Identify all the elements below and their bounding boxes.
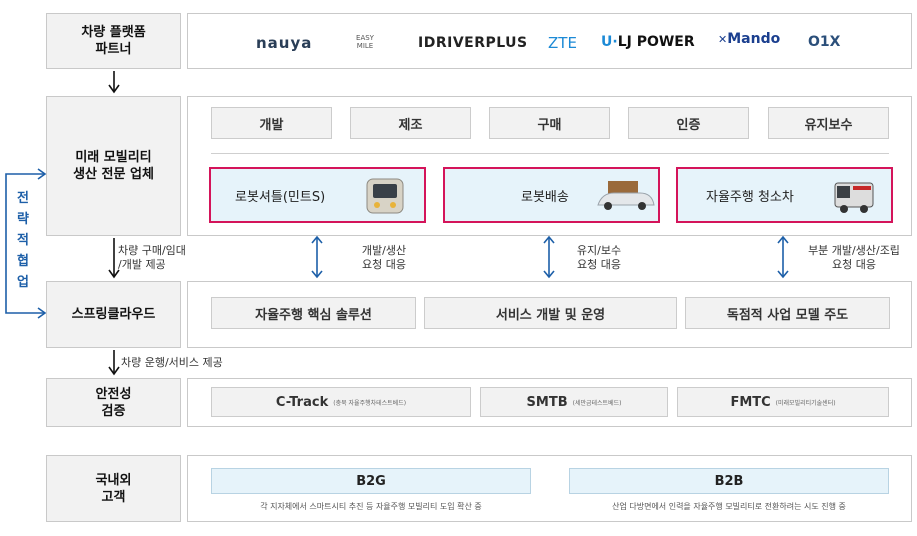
product-robot-shuttle-label: 로봇셔틀(민트S) xyxy=(235,189,326,205)
chip-development: 개발 xyxy=(211,107,332,139)
partners-panel: nauya EASY MILE IDRIVERPLUS ZTE U·LJ POW… xyxy=(187,13,912,69)
arrow-spring-to-safety xyxy=(108,350,120,376)
chip-fmtc: FMTC (미래모빌리티기술센터) xyxy=(677,387,889,417)
idriverplus-logo: IDRIVERPLUS xyxy=(418,35,528,51)
chip-core-solution: 자율주행 핵심 솔루션 xyxy=(211,297,416,329)
smtb-note: (세만금테스트베드) xyxy=(572,399,622,407)
product-cleaning-vehicle: 자율주행 청소차 xyxy=(676,167,893,223)
ctrack-name: C-Track xyxy=(275,394,329,410)
chip-certification: 인증 xyxy=(628,107,749,139)
ctrack-note: (충북 자율주행차테스트베드) xyxy=(333,399,407,407)
double-arrow-2 xyxy=(543,235,555,279)
strategic-cooperation-label: 전 략 적 협 업 xyxy=(17,191,29,290)
shuttle-vehicle-icon xyxy=(366,178,404,214)
smtb-name: SMTB xyxy=(526,394,568,410)
b2b-description: 산업 다방면에서 인력을 자율주행 모빌리티로 전환하려는 시도 진행 중 xyxy=(612,502,846,511)
zte-logo: ZTE xyxy=(548,34,577,52)
chip-ctrack: C-Track (충북 자율주행차테스트베드) xyxy=(211,387,471,417)
double-arrow-1 xyxy=(311,235,323,279)
b2b-header: B2B xyxy=(569,468,889,494)
fmtc-name: FMTC xyxy=(730,394,771,410)
fmtc-note: (미래모빌리티기술센터) xyxy=(775,399,836,407)
safety-row-label: 안전성 검증 xyxy=(46,378,181,427)
chip-manufacturing: 제조 xyxy=(350,107,471,139)
label-dev-production-response: 개발/생산 요청 대응 xyxy=(361,244,407,271)
product-robot-delivery-label: 로봇배송 xyxy=(521,189,569,205)
arrow-partners-to-producer xyxy=(108,71,120,94)
easymile-logo: EASY MILE xyxy=(356,34,374,50)
label-partial-assembly-response: 부분 개발/생산/조립 요청 대응 xyxy=(808,244,900,271)
chip-maintenance: 유지보수 xyxy=(768,107,889,139)
producer-divider xyxy=(211,153,889,154)
b2g-header: B2G xyxy=(211,468,531,494)
b2g-description: 각 지자체에서 스마트시티 추진 등 자율주행 모빌리티 도입 확산 중 xyxy=(260,502,482,511)
arrow-producer-to-spring xyxy=(108,238,120,279)
o1x-logo: O1X xyxy=(808,34,841,50)
ljpower-mark-icon: U· xyxy=(601,34,618,50)
chip-service-operation: 서비스 개발 및 운영 xyxy=(424,297,677,329)
chip-smtb: SMTB (세만금테스트베드) xyxy=(480,387,668,417)
delivery-robot-icon xyxy=(597,181,655,210)
product-robot-delivery: 로봇배송 xyxy=(443,167,660,223)
label-maintenance-response: 유지/보수 요청 대응 xyxy=(576,244,622,271)
product-cleaning-vehicle-label: 자율주행 청소차 xyxy=(706,189,794,205)
customers-row-label: 국내외 고객 xyxy=(46,455,181,522)
cleaning-truck-icon xyxy=(834,182,874,213)
strategic-cooperation-bracket xyxy=(5,168,47,319)
label-operation-service: 차량 운행/서비스 제공 xyxy=(121,356,223,369)
mando-logo: ✕Mando xyxy=(718,31,781,47)
navya-logo: nauya xyxy=(256,34,313,52)
chip-purchasing: 구매 xyxy=(489,107,610,139)
spring-row-label: 스프링클라우드 xyxy=(46,281,181,348)
double-arrow-3 xyxy=(777,235,789,279)
ljpower-logo: U·LJ POWER xyxy=(601,34,695,50)
mando-mark-icon: ✕ xyxy=(718,33,728,46)
producer-row-label: 미래 모빌리티 생산 전문 업체 xyxy=(46,96,181,236)
label-purchase-lease: 차량 구매/임대 /개발 제공 xyxy=(118,244,186,271)
partners-row-label: 차량 플랫폼 파트너 xyxy=(46,13,181,69)
chip-exclusive-model: 독점적 사업 모델 주도 xyxy=(685,297,890,329)
product-robot-shuttle: 로봇셔틀(민트S) xyxy=(209,167,426,223)
